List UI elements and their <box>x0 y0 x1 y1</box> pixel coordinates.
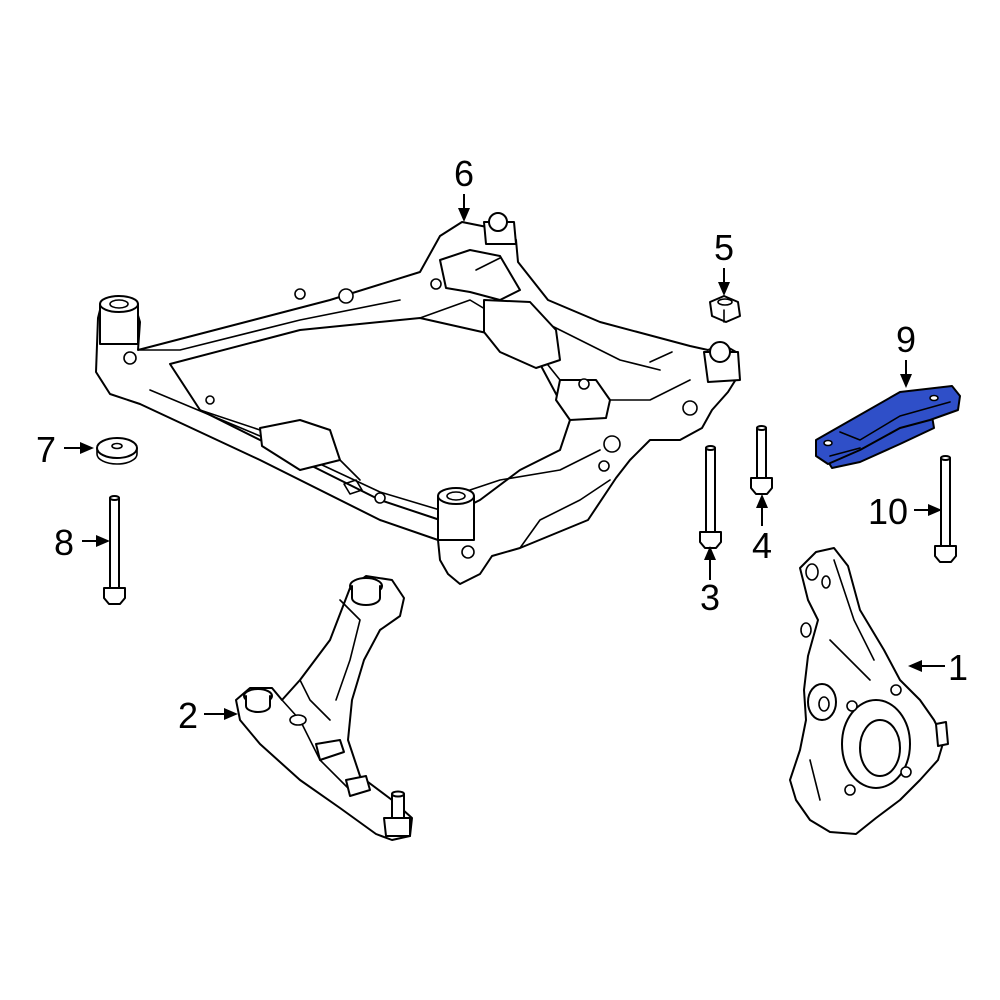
callout-label-8: 8 <box>54 522 74 563</box>
callout-10: 10 <box>868 491 942 532</box>
callout-3: 3 <box>700 546 720 618</box>
callout-9: 9 <box>896 319 916 388</box>
part-10-bolt[interactable] <box>934 455 957 563</box>
part-5-nut[interactable] <box>709 295 741 323</box>
part-4-bolt[interactable] <box>750 425 773 495</box>
callout-label-6: 6 <box>454 153 474 194</box>
callout-label-1: 1 <box>948 647 968 688</box>
part-8-bolt[interactable] <box>103 495 126 605</box>
part-7-washer[interactable] <box>96 437 138 465</box>
part-9-bracket-highlighted[interactable] <box>815 385 961 469</box>
callout-7: 7 <box>36 429 94 470</box>
callout-4: 4 <box>752 494 772 566</box>
callout-label-10: 10 <box>868 491 908 532</box>
part-6-subframe[interactable] <box>95 212 741 585</box>
callout-label-7: 7 <box>36 429 56 470</box>
callout-5: 5 <box>714 227 734 296</box>
callout-2: 2 <box>178 695 238 736</box>
part-3-bolt[interactable] <box>699 445 722 549</box>
callout-label-4: 4 <box>752 525 772 566</box>
callout-1: 1 <box>908 647 968 688</box>
callout-label-3: 3 <box>700 577 720 618</box>
part-2-control-arm[interactable] <box>235 575 413 841</box>
part-1-knuckle[interactable] <box>789 547 949 835</box>
callout-6: 6 <box>454 153 474 222</box>
callout-label-5: 5 <box>714 227 734 268</box>
callout-8: 8 <box>54 522 110 563</box>
callout-label-2: 2 <box>178 695 198 736</box>
callout-label-9: 9 <box>896 319 916 360</box>
